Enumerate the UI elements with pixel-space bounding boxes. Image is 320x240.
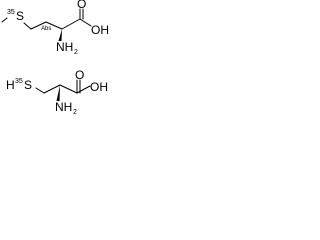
methionine-amine-label: NH — [56, 40, 73, 54]
cysteine-wedge-bond — [56, 85, 60, 101]
cysteine-amine-label: NH — [55, 100, 72, 114]
cysteine-oxygen-label: O — [75, 68, 84, 82]
bond-carboxyl-oh — [76, 85, 91, 94]
bond-s-ch2 — [35, 87, 45, 94]
cysteine-amine-subscript: 2 — [73, 109, 77, 116]
methionine-isotope-label: 35 — [7, 9, 15, 16]
methionine-wedge-bond — [58, 29, 62, 41]
cysteine-isotope-label: 35 — [15, 78, 23, 85]
bond-ch2-alpha — [43, 84, 61, 94]
cysteine-structure: H 35 S O OH NH 2 — [6, 68, 108, 116]
methionine-bonds — [1, 8, 92, 30]
bond-alpha-carboxyl — [59, 84, 78, 94]
methionine-oxygen-label: O — [77, 0, 86, 11]
bond-methyl-s — [1, 17, 8, 23]
methionine-hydroxyl-label: OH — [91, 23, 109, 37]
methionine-amine-subscript: 2 — [74, 49, 78, 56]
bond-carboxyl-oh — [79, 18, 92, 27]
structure-canvas: 35 S Abs O OH NH 2 H 35 S O OH NH 2 — [0, 0, 121, 118]
bond-ch2-alpha — [45, 21, 63, 30]
cysteine-hydrogen-label: H — [6, 78, 15, 92]
methionine-stereo-label: Abs — [41, 26, 51, 32]
bond-s-ch2 — [23, 22, 32, 30]
methionine-sulfur-label: S — [16, 9, 24, 23]
cysteine-bonds — [35, 79, 91, 94]
chemical-structures: 35 S Abs O OH NH 2 H 35 S O OH NH 2 — [1, 0, 109, 116]
methionine-structure: 35 S Abs O OH NH 2 — [1, 0, 109, 56]
cysteine-hydroxyl-label: OH — [90, 80, 108, 94]
bond-alpha-carboxyl — [61, 18, 81, 30]
bond-ch2-ch2 — [30, 21, 47, 30]
cysteine-sulfur-label: S — [24, 78, 32, 92]
